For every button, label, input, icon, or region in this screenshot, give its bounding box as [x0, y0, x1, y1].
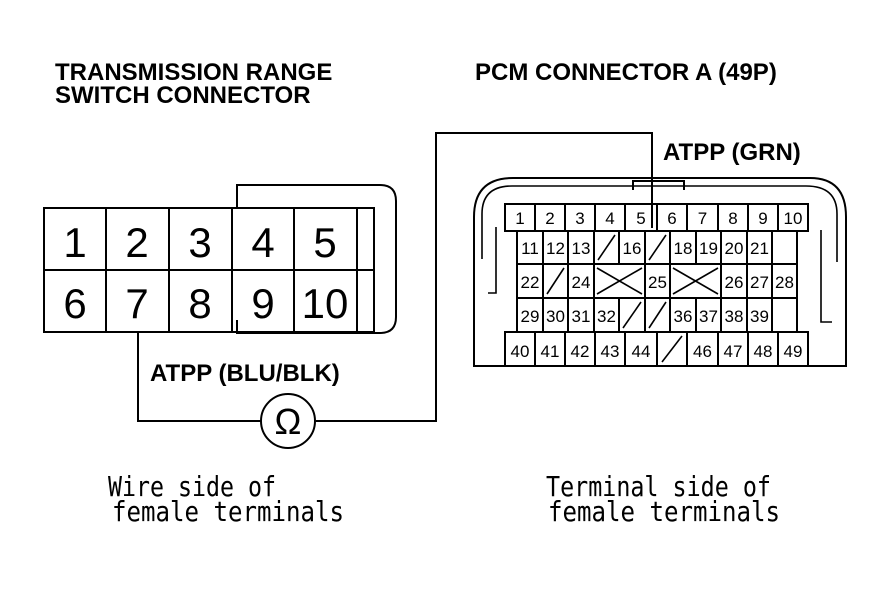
- terminal-label: 3: [575, 209, 584, 228]
- terminal-label: 44: [632, 342, 651, 361]
- terminal-label: 10: [784, 209, 803, 228]
- terminal-label: 6: [63, 280, 86, 327]
- terminal-label: 28: [775, 273, 794, 292]
- terminal-label: 6: [667, 209, 676, 228]
- terminal-label: 9: [758, 209, 767, 228]
- connector-key: [632, 180, 685, 190]
- left-title-line2: SWITCH CONNECTOR: [55, 82, 311, 109]
- terminal-label: 16: [623, 239, 642, 258]
- terminal-label: 8: [728, 209, 737, 228]
- terminal-label: 7: [698, 209, 707, 228]
- terminal-label: 36: [674, 307, 693, 326]
- terminal-label: 24: [572, 273, 591, 292]
- terminal-label: 20: [725, 239, 744, 258]
- terminal-label: 1: [63, 219, 86, 266]
- terminal-label: 25: [648, 273, 667, 292]
- terminal-label: 5: [313, 219, 336, 266]
- terminal-label: 10: [302, 280, 349, 327]
- terminal-label: 31: [572, 307, 591, 326]
- connector-latch: [236, 184, 397, 334]
- terminal-label: 32: [597, 307, 616, 326]
- terminal-label: 37: [699, 307, 718, 326]
- pcm-connector-shell: [473, 177, 847, 367]
- terminal-label: 48: [754, 342, 773, 361]
- left-caption-line2: female terminals: [112, 495, 344, 528]
- terminal-label: 7: [125, 280, 148, 327]
- terminal-label: 5: [636, 209, 645, 228]
- left-title-line1: TRANSMISSION RANGE: [55, 59, 332, 86]
- terminal-label: 46: [693, 342, 712, 361]
- terminal-label: 2: [545, 209, 554, 228]
- terminal-label: 39: [750, 307, 769, 326]
- terminal-label: 1: [515, 209, 524, 228]
- terminal-label: 41: [541, 342, 560, 361]
- terminal-label: 11: [521, 239, 539, 258]
- terminal-label: 13: [572, 239, 591, 258]
- terminal-label: 40: [511, 342, 530, 361]
- terminal-label: 38: [725, 307, 744, 326]
- right-caption-line2: female terminals: [548, 495, 780, 528]
- terminal-label: 29: [521, 307, 540, 326]
- ohmmeter-icon: Ω: [260, 393, 316, 449]
- right-title: PCM CONNECTOR A (49P): [475, 59, 777, 86]
- terminal-label: 12: [546, 239, 565, 258]
- ohm-symbol: Ω: [275, 401, 302, 442]
- terminal-label: 42: [571, 342, 590, 361]
- terminal-label: 19: [699, 239, 718, 258]
- terminal-label: 4: [605, 209, 614, 228]
- terminal-label: 21: [750, 239, 769, 258]
- right-wire-label: ATPP (GRN): [663, 139, 801, 166]
- terminal-label: 22: [521, 273, 540, 292]
- left-caption-line1: Wire side of: [108, 470, 276, 503]
- terminal-label: 27: [750, 273, 769, 292]
- test-lead-right: [316, 132, 653, 422]
- terminal-label: 2: [125, 219, 148, 266]
- right-caption-line1: Terminal side of: [546, 470, 771, 503]
- left-wire-label: ATPP (BLU/BLK): [150, 360, 340, 387]
- terminal-label: 30: [546, 307, 565, 326]
- terminal-label: 3: [188, 219, 211, 266]
- terminal-label: 8: [188, 280, 211, 327]
- terminal-label: 47: [724, 342, 743, 361]
- terminal-label: 26: [725, 273, 744, 292]
- terminal-label: 43: [601, 342, 620, 361]
- terminal-label: 18: [674, 239, 693, 258]
- terminal-label: 49: [784, 342, 803, 361]
- test-lead-left: [137, 332, 261, 422]
- terminal-label: 4: [251, 219, 274, 266]
- terminal-label: 9: [251, 280, 274, 327]
